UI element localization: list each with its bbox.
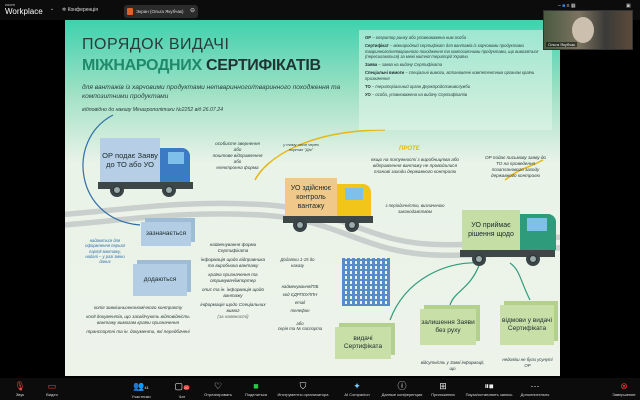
attached-list: копія зовнішньоекономічного контракту ко… bbox=[86, 305, 190, 334]
op-request-note: ОР подає письмову заяву до ТО на проведе… bbox=[485, 155, 546, 178]
definition: ОР – оператор ринку або уповноважена ним… bbox=[365, 35, 467, 40]
wheel-icon bbox=[110, 183, 124, 197]
view-controls[interactable]: ‒ ■ ≡ ▦ bbox=[558, 3, 576, 9]
decision-leave: залишення Заяви без руху bbox=[420, 309, 476, 345]
wheel-icon bbox=[345, 218, 359, 232]
wheel-icon bbox=[472, 252, 486, 266]
heart-icon: ♡ bbox=[213, 381, 223, 391]
shared-infographic: ПОРЯДОК ВИДАЧІ МІЖНАРОДНИХ СЕРТИФІКАТІВ … bbox=[65, 20, 560, 376]
definitions-box: ОР – оператор ринку або уповноважена ним… bbox=[359, 30, 552, 130]
title-line-1: ПОРЯДОК ВИДАЧІ bbox=[82, 36, 230, 53]
diia-note: у тому числі через портал "Дія" bbox=[283, 142, 319, 152]
more-icon: ⋯ bbox=[530, 381, 540, 391]
host-tools-button[interactable]: ⛉Инструменты организатора bbox=[277, 381, 329, 397]
sparkle-icon: ✦ bbox=[353, 381, 361, 391]
video-button[interactable]: ▭Видео bbox=[46, 381, 58, 397]
qr-code[interactable] bbox=[342, 258, 390, 306]
subtitle: для вантажів із харчовими продуктами нет… bbox=[82, 84, 341, 100]
periodicity-note: з періодичністю, визначеною законодавств… bbox=[385, 203, 445, 214]
definition: Заява – заява на видачу Сертифіката bbox=[365, 62, 443, 68]
options-icon[interactable]: ⊖ bbox=[190, 8, 196, 14]
ai-companion-button[interactable]: ✦AI Companion bbox=[344, 381, 370, 397]
camera-off-icon: ▭ bbox=[47, 381, 57, 391]
however-text: якщо на потужності з виробництва або від… bbox=[371, 157, 459, 174]
gear-icon: ✲ bbox=[62, 7, 67, 13]
however-label: ПРОТЕ bbox=[399, 146, 420, 152]
definition: ТО – територіальний орган Держпродспожив… bbox=[365, 84, 471, 90]
apps-icon: ⊞ bbox=[439, 381, 447, 391]
participants-icon: 👥41 bbox=[133, 381, 149, 391]
box-indicated: зазначається bbox=[141, 222, 191, 246]
refuse-reason: недоліки не були усунуті ОР bbox=[502, 357, 553, 368]
conference-info-button[interactable]: ✲ Конференція bbox=[62, 7, 98, 13]
participant-video[interactable]: Ольга Якубчак bbox=[543, 10, 633, 50]
wheel-icon bbox=[162, 183, 176, 197]
definition: Сертифікат – міжнародний сертифікат для … bbox=[365, 43, 539, 59]
chevron-down-icon[interactable]: ⌄ bbox=[50, 6, 55, 12]
apps-button[interactable]: ⊞Приложения bbox=[431, 381, 455, 397]
pause-stop-icon: ⏸⏹ bbox=[484, 381, 494, 391]
share-button[interactable]: ■Поделиться bbox=[244, 381, 268, 397]
decision-issue: видачі Сертифіката bbox=[335, 327, 391, 359]
order-reference: відповідно до наказу Мінагрополітики №22… bbox=[82, 107, 223, 113]
mic-muted-icon: 🎙 bbox=[14, 381, 26, 391]
fullscreen-icon[interactable]: ▣ bbox=[626, 3, 631, 9]
audio-button[interactable]: 🎙Звук bbox=[14, 381, 26, 397]
indicated-list: найменування форми Сертифіката інформаці… bbox=[200, 242, 266, 319]
end-button[interactable]: ⊗Завершение bbox=[612, 381, 636, 397]
participant-name: Ольга Якубчак bbox=[546, 42, 578, 47]
decision-refuse: відмови у видачі Сертифіката bbox=[500, 305, 554, 345]
definition: УО – особа, уповноважена на видачу Серти… bbox=[365, 92, 468, 98]
annexes-note: Додатки 1-15 до наказу bbox=[280, 257, 315, 268]
share-screen-icon: ■ bbox=[253, 381, 259, 391]
first-batch-note: надаються для оформлення першої партії в… bbox=[85, 238, 125, 265]
info-icon: ⓘ bbox=[397, 381, 407, 391]
close-icon: ⊗ bbox=[620, 381, 628, 391]
screen-share-indicator[interactable]: Экран (Ольга Якубчак) ⊖ bbox=[124, 5, 198, 18]
shield-icon: ⛉ bbox=[299, 381, 307, 391]
title-line-2: МІЖНАРОДНИХ СЕРТИФІКАТІВ bbox=[82, 57, 321, 74]
react-button[interactable]: ♡Отреагировать bbox=[204, 381, 232, 397]
wheel-icon bbox=[526, 252, 540, 266]
record-controls-button[interactable]: ⏸⏹Пауза/остановить запись bbox=[465, 381, 513, 397]
chat-icon: ▢20 bbox=[174, 381, 190, 391]
definition: Спеціальні вимоги – спеціальні вимоги, в… bbox=[365, 70, 535, 81]
leave-reason: відсутність у Заяві інформації, що bbox=[420, 360, 485, 371]
more-button[interactable]: ⋯Дополнительно bbox=[520, 381, 550, 397]
box-attached: додаються bbox=[133, 264, 187, 296]
wheel-icon bbox=[293, 218, 307, 232]
share-icon bbox=[127, 8, 133, 15]
